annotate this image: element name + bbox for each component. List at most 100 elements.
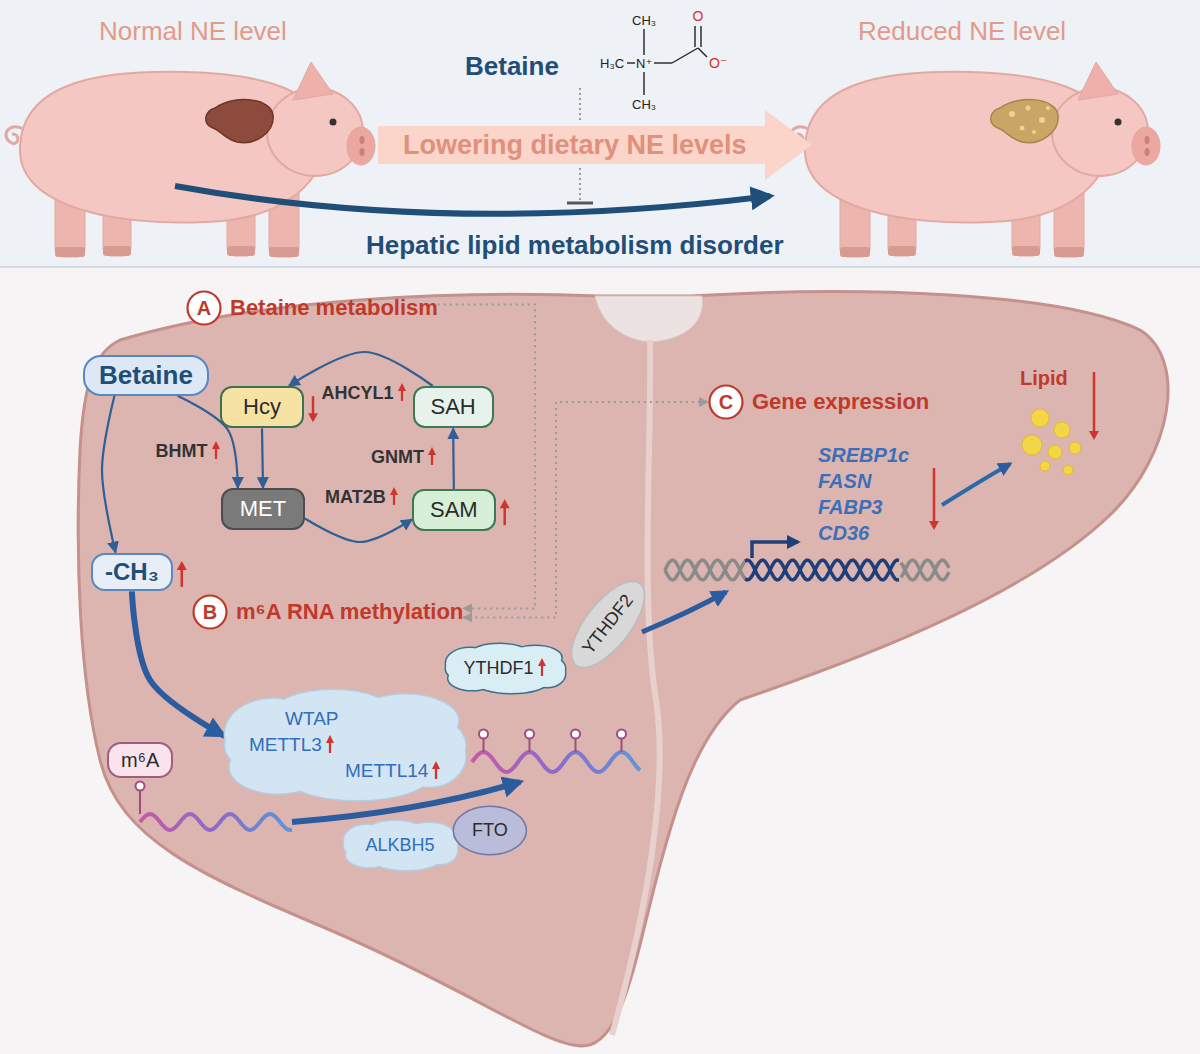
dna-strand [665, 560, 745, 580]
formula-atom: N⁺ [636, 56, 652, 71]
node-label: MET [240, 496, 286, 522]
writer-complex: WTAP METTL3METTL14 [225, 690, 465, 800]
label-box: FABP3 [818, 496, 882, 519]
chemical-bond [643, 29, 644, 55]
pathway-arrow [132, 591, 225, 736]
red-arrow-head [390, 487, 398, 495]
label-box: CD36 [818, 522, 869, 545]
eraser-protein: FTO [454, 807, 526, 854]
badge-letter: A [197, 298, 211, 318]
enzyme-label-box: GNMT [368, 447, 440, 469]
label-box: O [693, 7, 704, 25]
red-arrow [325, 735, 335, 753]
shape-fill [454, 807, 526, 854]
m6a-mark [617, 730, 626, 739]
protein-label: METTL3 [249, 734, 322, 755]
metabolite-box: MET [221, 488, 305, 530]
red-arrow-head [1089, 431, 1099, 440]
badge-letter: B [203, 602, 217, 622]
metabolite-box: SAM [412, 489, 496, 531]
metabolite-box: SAH [413, 386, 494, 428]
pig-hoof [103, 246, 131, 256]
fat-spot [1020, 126, 1025, 131]
circle-outline [710, 386, 743, 419]
chemical-bond [643, 72, 644, 95]
m6a-mark [571, 730, 580, 739]
formula-atom: CH₃ [632, 13, 656, 28]
m6a-stem [483, 738, 485, 752]
chemical-bond [627, 62, 635, 63]
bottom-panel [0, 268, 1200, 1054]
badge-letter: C [719, 392, 733, 412]
circle-badge: C [708, 384, 744, 420]
chemical-bond [694, 26, 695, 47]
protein-label: METTL14 [345, 760, 428, 781]
panel-divider [0, 266, 1200, 268]
circle-badge: A [186, 290, 222, 326]
red-arrow [431, 761, 441, 779]
chemical-bond [672, 48, 698, 63]
dotted-connector [438, 304, 535, 608]
pig-liver [991, 100, 1058, 143]
lipid-droplet [1031, 409, 1049, 427]
section-heading: Betaine metabolism [230, 295, 438, 321]
liver-outline [78, 292, 1168, 1046]
circle-badge: B [192, 594, 228, 630]
rna-strand [140, 814, 292, 830]
enzyme-label: AHCYL1 [322, 383, 394, 403]
trend-arrow [175, 186, 770, 214]
red-arrow-head [398, 383, 406, 391]
protein-label: FTO [472, 820, 508, 840]
red-arrow-shaft [1093, 372, 1096, 434]
protein-label: WTAP [285, 708, 338, 729]
label-box: Betaine [465, 52, 559, 82]
pig-snout [1132, 127, 1160, 165]
label-box: SREBP1c [818, 444, 909, 467]
text-row: FTO [472, 818, 508, 843]
pig-hoof [840, 247, 870, 257]
label-box: Reduced NE level [858, 17, 1066, 47]
text-row: ALKBH5 [366, 833, 435, 858]
red-arrow-head [432, 761, 440, 769]
pig [791, 62, 1160, 257]
shape-outline [454, 807, 526, 854]
formula-atom: O⁻ [709, 55, 727, 71]
dna-strand [901, 560, 949, 580]
node-label: m⁶A [121, 748, 159, 772]
text-row: METTL14 [345, 758, 441, 784]
shape-fill [560, 571, 657, 678]
pathway-arrow [452, 428, 455, 489]
section-badge: Bm⁶A RNA methylation [192, 594, 463, 630]
label-box: Lowering dietary NE levels [403, 130, 747, 161]
pig-hoof [269, 247, 299, 257]
inhibit-line [579, 168, 581, 200]
label-box: Normal NE level [99, 17, 287, 47]
pig-hoof [227, 246, 255, 256]
reader-to-dna-arrow [642, 592, 726, 632]
pathway-arrow [289, 352, 433, 386]
label-box: O⁻ [709, 54, 727, 72]
label-box: Lipid [1020, 367, 1068, 390]
enzyme-label-box: MAT2B [322, 487, 402, 509]
label-box: H₃C [600, 54, 624, 72]
metabolite-box: Betaine [83, 355, 209, 396]
pig-liver [206, 100, 273, 143]
node-label: SAM [430, 497, 478, 523]
red-arrow-head [929, 521, 939, 530]
red-arrow [211, 441, 221, 459]
pig-hoof [1012, 246, 1040, 256]
fat-spot [1026, 106, 1031, 111]
label-box: CH₃ [632, 11, 656, 29]
metabolite-box: Hcy [220, 386, 304, 428]
circle-outline [188, 292, 221, 325]
dna-strand [745, 560, 899, 580]
pathway-arrow [102, 396, 116, 553]
pig [6, 62, 375, 257]
outcome-label: Hepatic lipid metabolism disorder [366, 230, 784, 260]
methyl-group-box: -CH₃ [91, 553, 173, 592]
formula-atom: H₃C [600, 56, 624, 71]
dna-strand [901, 560, 949, 580]
m6a-stem [529, 738, 531, 752]
